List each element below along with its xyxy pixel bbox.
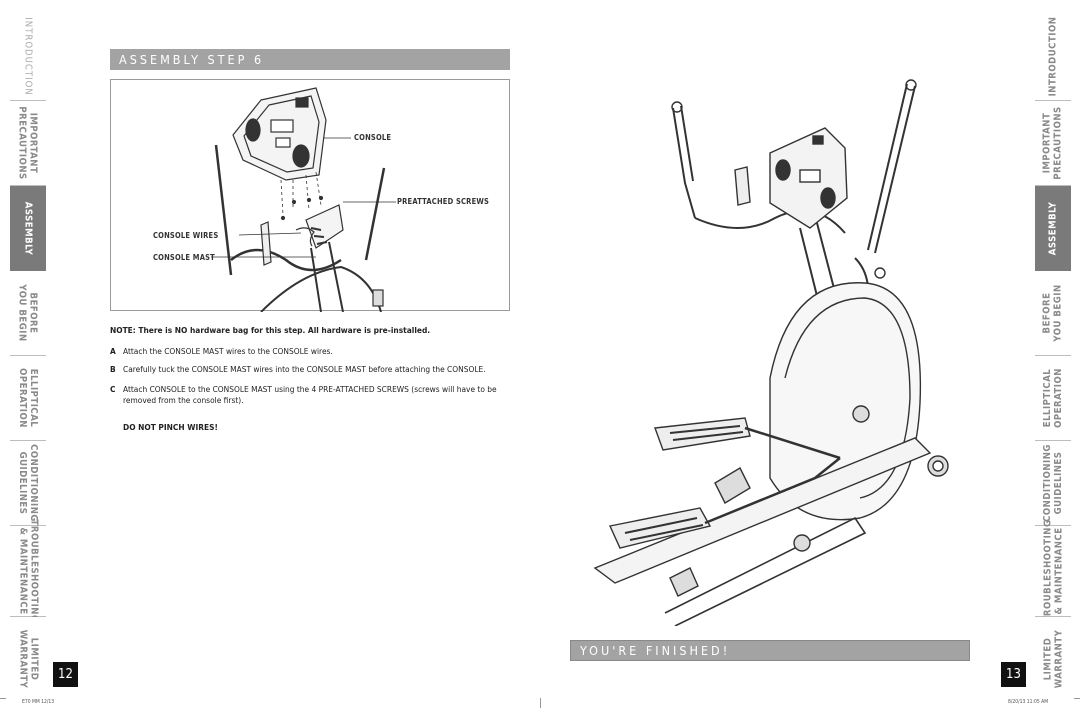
step-letter: C — [110, 384, 116, 394]
tab-limited-warranty[interactable]: LIMITED WARRANTY — [1035, 617, 1071, 701]
tab-important-precautions[interactable]: IMPORTANT PRECAUTIONS — [10, 101, 46, 186]
elliptical-illustration — [585, 78, 965, 627]
step-letter: B — [110, 364, 116, 374]
tab-elliptical-operation[interactable]: ELLIPTICAL OPERATION — [1035, 356, 1071, 441]
tab-important-precautions[interactable]: IMPORTANT PRECAUTIONS — [1035, 101, 1071, 186]
tab-conditioning-guidelines[interactable]: CONDITIONING GUIDELINES — [10, 441, 46, 526]
banner-title: YOU'RE FINISHED! — [580, 643, 731, 658]
tab-before-you-begin[interactable]: BEFORE YOU BEGIN — [1035, 271, 1071, 356]
tab-before-you-begin[interactable]: BEFORE YOU BEGIN — [10, 271, 46, 356]
step-a: A Attach the CONSOLE MAST wires to the CO… — [110, 346, 510, 357]
tab-troubleshooting-maintenance[interactable]: TROUBLESHOOTING & MAINTENANCE — [10, 520, 46, 622]
step-b: B Carefully tuck the CONSOLE MAST wires i… — [110, 364, 510, 375]
footer-timestamp: 8/20/13 11:05 AM — [1008, 699, 1049, 705]
tab-troubleshooting-maintenance[interactable]: TROUBLESHOOTING & MAINTENANCE — [1035, 520, 1071, 622]
step-text: Carefully tuck the CONSOLE MAST wires in… — [123, 364, 486, 374]
banner-title: ASSEMBLY STEP 6 — [119, 52, 265, 67]
finished-banner: YOU'RE FINISHED! — [570, 640, 970, 661]
tab-limited-warranty[interactable]: LIMITED WARRANTY — [10, 617, 46, 701]
callout-console-mast: CONSOLE MAST — [153, 253, 215, 262]
page-number-left: 12 — [53, 662, 78, 687]
assembly-step-banner: ASSEMBLY STEP 6 — [110, 49, 510, 70]
step-text: Attach the CONSOLE MAST wires to the CON… — [123, 346, 333, 356]
assembly-figure — [110, 79, 510, 313]
step-text: Attach CONSOLE to the CONSOLE MAST using… — [123, 384, 497, 405]
tab-assembly[interactable]: ASSEMBLY — [10, 186, 46, 271]
tab-introduction[interactable]: INTRODUCTION — [10, 12, 46, 101]
assembly-note: NOTE: There is NO hardware bag for this … — [110, 325, 431, 335]
page-number-right: 13 — [1001, 662, 1026, 687]
tab-introduction[interactable]: INTRODUCTION — [1035, 12, 1071, 101]
crop-mark — [540, 698, 541, 708]
finished-elliptical-svg — [593, 79, 949, 627]
tab-elliptical-operation[interactable]: ELLIPTICAL OPERATION — [10, 356, 46, 441]
tab-conditioning-guidelines[interactable]: CONDITIONING GUIDELINES — [1035, 441, 1071, 526]
callout-console-wires: CONSOLE WIRES — [153, 231, 219, 240]
console-assembly-illustration — [211, 87, 396, 313]
crop-mark — [0, 698, 6, 699]
step-c: C Attach CONSOLE to the CONSOLE MAST usin… — [110, 384, 510, 406]
warning-text: DO NOT PINCH WIRES! — [123, 422, 218, 432]
tab-assembly[interactable]: ASSEMBLY — [1035, 186, 1071, 271]
footer-file-code: E70 MM 12/13 — [22, 699, 55, 705]
callout-console: CONSOLE — [354, 133, 392, 142]
step-letter: A — [110, 346, 116, 356]
crop-mark — [1074, 698, 1080, 699]
callout-preattached-screws: PREATTACHED SCREWS — [397, 197, 490, 206]
